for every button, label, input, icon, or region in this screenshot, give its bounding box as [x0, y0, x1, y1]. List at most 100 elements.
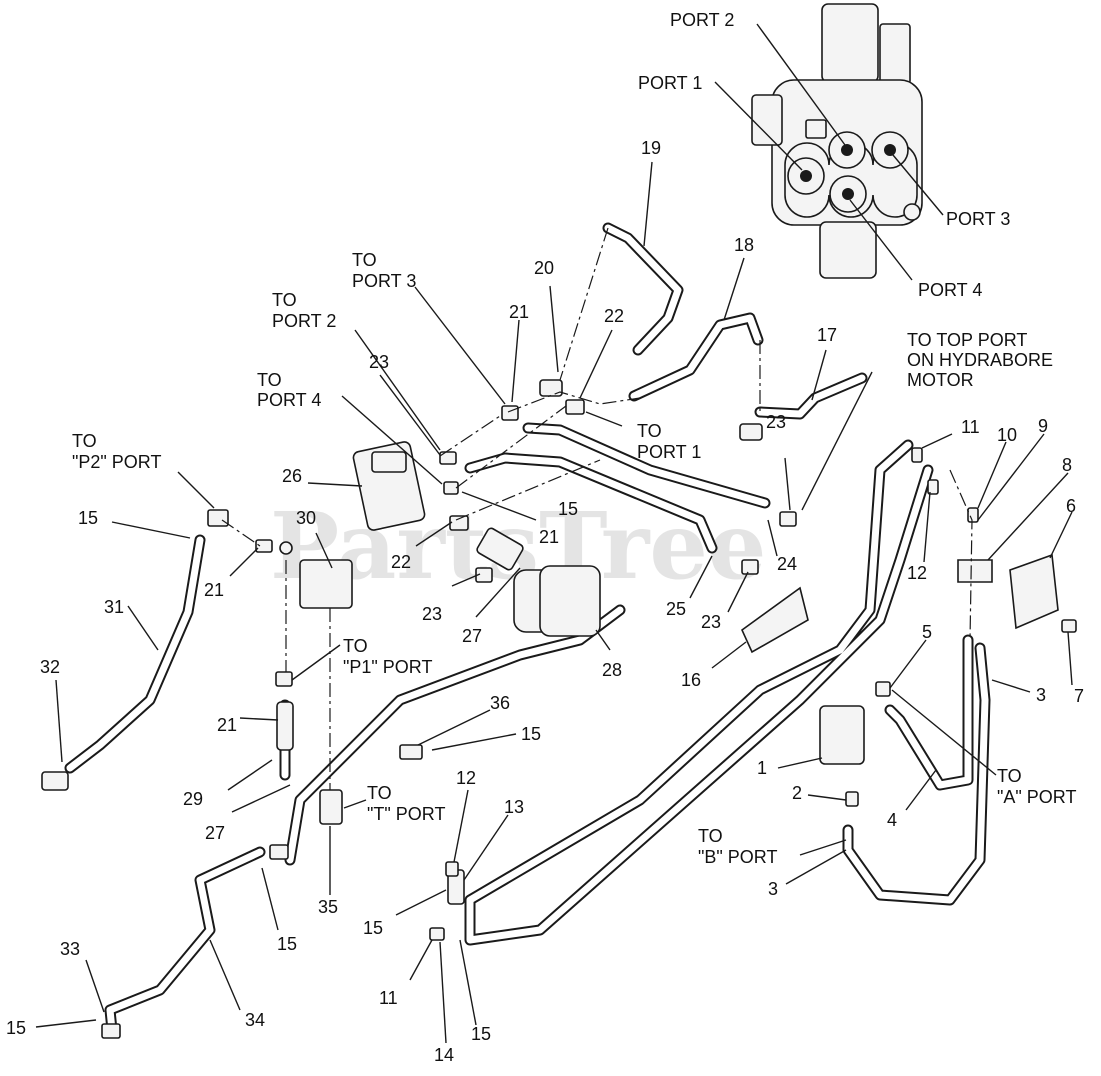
hose-34 [104, 846, 266, 1036]
callout-15g: 15 [471, 1024, 491, 1044]
callout-12a: 12 [907, 563, 927, 583]
callout-hydrabore-line3: MOTOR [907, 370, 974, 390]
callout-8: 8 [1062, 455, 1072, 475]
callout-to-t-line1: TO [367, 783, 392, 803]
callout-6: 6 [1066, 496, 1076, 516]
callout-32: 32 [40, 657, 60, 677]
hose-19 [602, 222, 684, 356]
callout-3a: 3 [1036, 685, 1046, 705]
callout-15c: 15 [521, 724, 541, 744]
bracket-8 [957, 559, 993, 583]
callout-15f: 15 [6, 1018, 26, 1038]
pump-28 [476, 527, 601, 637]
valve-1 [819, 705, 865, 765]
callout-36: 36 [490, 693, 510, 713]
callout-22: 22 [604, 306, 624, 326]
callout-to-p1-line2: "P1" PORT [343, 657, 432, 677]
callout-to-p1-line1: TO [343, 636, 368, 656]
callout-21c: 21 [204, 580, 224, 600]
callout-to-p2-line2: "P2" PORT [72, 452, 161, 472]
callout-2: 2 [792, 783, 802, 803]
callout-to-a-line2: "A" PORT [997, 787, 1076, 807]
callout-15d: 15 [363, 918, 383, 938]
hose-17 [754, 372, 868, 420]
callout-30: 30 [296, 508, 316, 528]
callout-21b: 21 [539, 527, 559, 547]
callout-port3: PORT 3 [946, 209, 1010, 229]
callout-to-port3-line2: PORT 3 [352, 271, 416, 291]
callout-to-port1-line1: TO [637, 421, 662, 441]
hose-31 [64, 534, 206, 774]
callout-1: 1 [757, 758, 767, 778]
callout-to-port4-line1: TO [257, 370, 282, 390]
callout-9: 9 [1038, 416, 1048, 436]
callout-to-port3-line1: TO [352, 250, 377, 270]
callout-to-port2-line2: PORT 2 [272, 311, 336, 331]
callout-26: 26 [282, 466, 302, 486]
callout-23c: 23 [422, 604, 442, 624]
callout-23d: 23 [701, 612, 721, 632]
valve-26 [352, 441, 426, 531]
callout-24: 24 [777, 554, 797, 574]
callout-27a: 27 [462, 626, 482, 646]
callout-27b: 27 [205, 823, 225, 843]
callout-port4: PORT 4 [918, 280, 982, 300]
plate-16 [741, 586, 809, 654]
callout-5: 5 [922, 622, 932, 642]
callout-to-port4-line2: PORT 4 [257, 390, 321, 410]
callout-13: 13 [504, 797, 524, 817]
callout-to-t-line2: "T" PORT [367, 804, 445, 824]
callout-11a: 11 [961, 417, 980, 437]
callout-3b: 3 [768, 879, 778, 899]
callout-21d: 21 [217, 715, 237, 735]
fittings [41, 379, 1077, 1039]
callout-to-port2-line1: TO [272, 290, 297, 310]
hose-27-long [284, 604, 626, 866]
callout-port2: PORT 2 [670, 10, 734, 30]
callout-14: 14 [434, 1045, 454, 1065]
callout-12b: 12 [456, 768, 476, 788]
callout-to-p2-line1: TO [72, 431, 97, 451]
callout-hydrabore-line2: ON HYDRABORE [907, 350, 1053, 370]
leader-lines [35, 23, 1073, 1044]
callout-23: 23 [369, 352, 389, 372]
callout-34: 34 [245, 1010, 265, 1030]
callout-29: 29 [183, 789, 203, 809]
valve-30 [279, 541, 353, 609]
callout-22b: 22 [391, 552, 411, 572]
callout-33: 33 [60, 939, 80, 959]
callout-7: 7 [1074, 686, 1084, 706]
callout-10: 10 [997, 425, 1017, 445]
callout-15a: 15 [78, 508, 98, 528]
callout-16: 16 [681, 670, 701, 690]
filter-29 [276, 701, 294, 751]
callout-15e: 15 [277, 934, 297, 954]
callout-to-port1-line2: PORT 1 [637, 442, 701, 462]
callout-31: 31 [104, 597, 124, 617]
callout-35: 35 [318, 897, 338, 917]
callout-to-b-line2: "B" PORT [698, 847, 777, 867]
hose-18 [628, 312, 764, 402]
bracket-6 [1009, 553, 1059, 630]
callout-20: 20 [534, 258, 554, 278]
callout-11b: 11 [379, 988, 398, 1008]
control-valve-block [751, 3, 923, 279]
callout-hydrabore-line1: TO TOP PORT [907, 330, 1027, 350]
tee-35 [319, 789, 343, 825]
callout-17: 17 [817, 325, 837, 345]
callout-28: 28 [602, 660, 622, 680]
callout-25: 25 [666, 599, 686, 619]
callout-15b: 15 [558, 499, 578, 519]
callout-23b: 23 [766, 412, 786, 432]
callout-4: 4 [887, 810, 897, 830]
callout-port1: PORT 1 [638, 73, 702, 93]
hose-long-right [464, 439, 934, 946]
hose-3-4 [842, 634, 991, 906]
guide-lines [221, 227, 973, 790]
hose-upper-pair [464, 422, 771, 554]
callout-18: 18 [734, 235, 754, 255]
callouts: PORT 2 PORT 1 PORT 3 PORT 4 19 18 17 20 … [6, 10, 1084, 1065]
callout-to-b-line1: TO [698, 826, 723, 846]
callout-21: 21 [509, 302, 529, 322]
